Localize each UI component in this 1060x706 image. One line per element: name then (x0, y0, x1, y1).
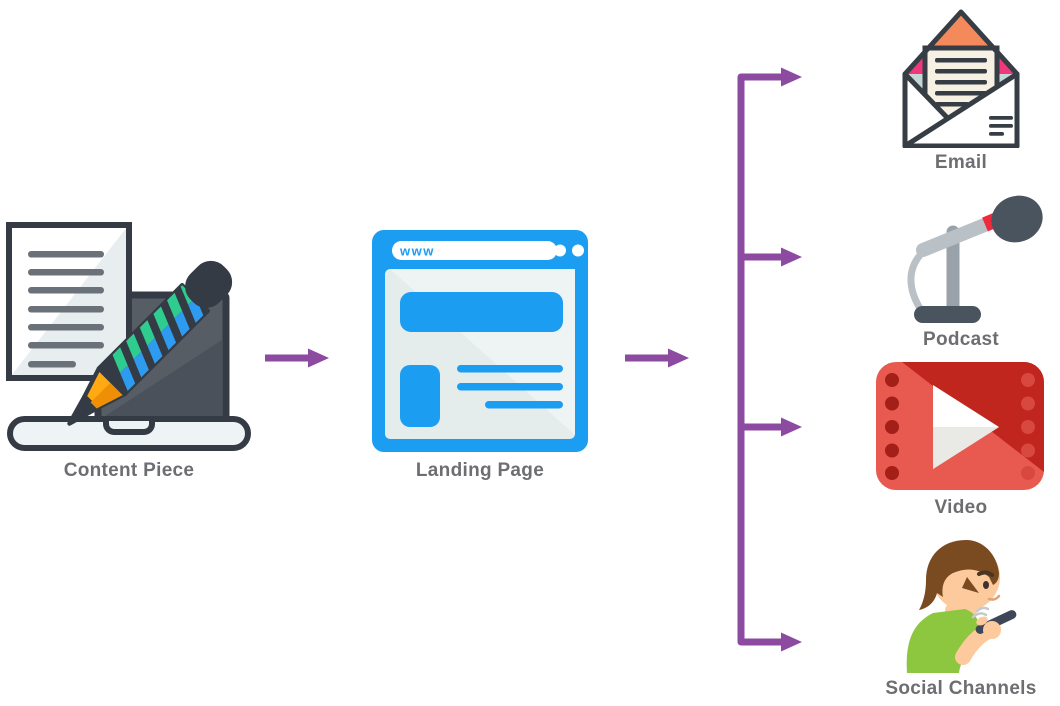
browser-address-text: www (399, 244, 435, 259)
arrow-to-podcast (781, 247, 802, 267)
arrow-content-to-landing (265, 348, 329, 368)
person-with-phone-icon (906, 540, 1016, 673)
arrow-to-email (781, 67, 802, 87)
landing-page-label: Landing Page (415, 460, 545, 481)
laptop-document-pencil-icon (6, 222, 251, 451)
branch-connector (737, 67, 802, 652)
arrow-landing-to-branch (625, 348, 689, 368)
email-label: Email (934, 152, 988, 173)
node-email: Email (861, 8, 1060, 174)
browser-dot-icon (554, 244, 566, 257)
podcast-label: Podcast (922, 329, 999, 350)
browser-window-icon: www (372, 230, 588, 452)
social-channels-label: Social Channels (885, 678, 1037, 699)
video-player-icon (876, 362, 1044, 490)
arrow-to-social-channels (781, 632, 802, 652)
node-landing-page: www Landing Page (372, 230, 588, 482)
content-piece-label: Content Piece (63, 460, 195, 481)
node-podcast: Podcast (861, 192, 1060, 351)
browser-dot-icon (572, 244, 584, 257)
open-envelope-icon (902, 9, 1020, 148)
node-social-channels: Social Channels (861, 533, 1060, 700)
node-video: Video (861, 362, 1060, 519)
node-content-piece: Content Piece (6, 222, 252, 482)
arrow-to-video (781, 417, 802, 437)
video-label: Video (934, 497, 988, 518)
microphone-icon (907, 195, 1043, 323)
